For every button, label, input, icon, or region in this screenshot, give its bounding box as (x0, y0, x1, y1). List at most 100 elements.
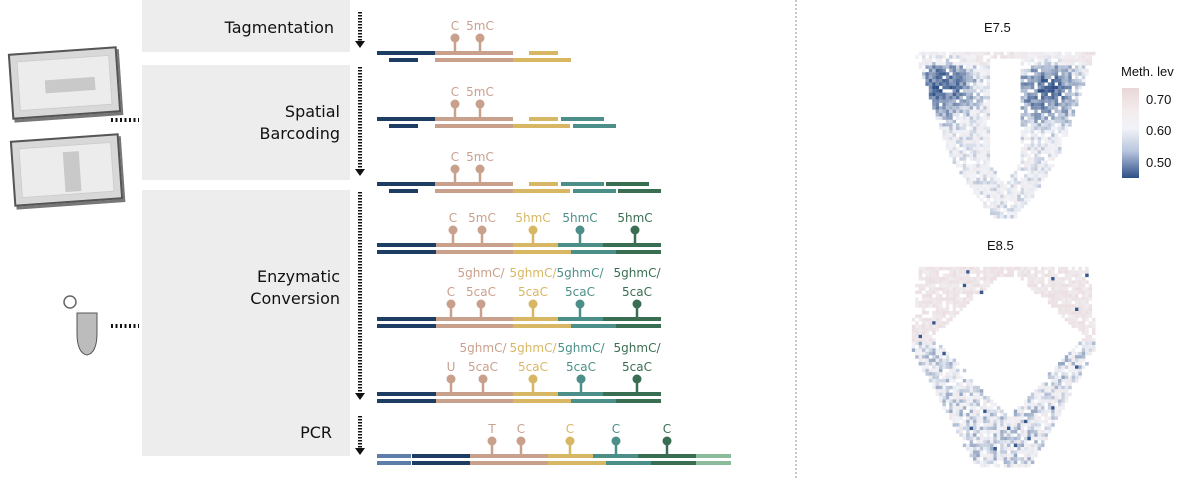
heatmap-cell (976, 130, 980, 134)
heatmap-cell (993, 194, 997, 199)
heatmap-cell (996, 215, 1001, 219)
heatmap-cell (939, 365, 943, 369)
strand-segment-top (513, 243, 558, 247)
heatmap-cell (976, 290, 980, 295)
strand-segment-top (436, 243, 513, 247)
heatmap-cell (1047, 82, 1052, 86)
heatmap-cell (1054, 68, 1059, 73)
heatmap-cell (1003, 457, 1008, 461)
heatmap-cell (966, 96, 970, 100)
heatmap-cell (942, 290, 946, 295)
heatmap-cell (949, 273, 953, 278)
heatmap-cell (1027, 413, 1031, 417)
strand-segment-bottom (571, 250, 616, 254)
heatmap-cell (1037, 443, 1042, 448)
heatmap-cell (983, 191, 987, 195)
heatmap-cell (969, 402, 974, 407)
heatmap-cell (990, 406, 994, 410)
arrow-head-icon (355, 41, 365, 48)
heatmap-cell (942, 133, 946, 137)
heatmap-cell (945, 109, 950, 114)
strand-segment-bottom (470, 461, 548, 465)
heatmap-cell (1075, 365, 1079, 369)
heatmap-cell (1041, 92, 1045, 97)
heatmap-cell (949, 294, 953, 298)
heatmap-cell (1020, 187, 1025, 192)
heatmap-cell (1000, 426, 1004, 431)
strand-segment-bottom (696, 461, 731, 465)
heatmap-cell (939, 287, 943, 291)
heatmap-cell (1024, 164, 1028, 168)
heatmap-cell (952, 402, 957, 407)
heatmap-cell (1034, 150, 1038, 154)
heatmap-cell (1027, 126, 1031, 131)
heatmap-e75 (915, 51, 1096, 219)
heatmap-cell (973, 280, 977, 284)
heatmap-cell (1037, 62, 1042, 66)
heatmap-cell (1024, 399, 1028, 403)
heatmap-cell (1034, 123, 1038, 127)
heatmap-cell (1051, 297, 1055, 301)
heatmap-cell (956, 92, 960, 97)
heatmap-cell (1030, 273, 1035, 278)
heatmap-cell (1034, 270, 1038, 274)
heatmap-cell (990, 266, 994, 271)
heatmap-cell (993, 208, 997, 212)
heatmap-cell (986, 443, 991, 448)
heatmap-cell (1030, 430, 1035, 434)
heatmap-cell (993, 55, 997, 59)
heatmap-cell (1030, 143, 1035, 148)
heatmap-cell (918, 338, 923, 342)
heatmap-cell (973, 147, 977, 151)
heatmap-cell (969, 55, 974, 59)
heatmap-cell (1058, 406, 1062, 410)
heatmap-cell (1058, 392, 1062, 397)
base-pin-head (528, 374, 538, 384)
heatmap-cell (1054, 297, 1059, 301)
heatmap-cell (1041, 174, 1045, 178)
heatmap-cell (1051, 287, 1055, 291)
heatmap-cell (915, 328, 919, 332)
heatmap-cell (1051, 106, 1055, 110)
heatmap-cell (1061, 79, 1065, 83)
heatmap-cell (932, 68, 936, 73)
heatmap-cell (1047, 402, 1052, 407)
heatmap-cell (962, 423, 967, 427)
heatmap-cell (925, 365, 929, 369)
heatmap-cell (925, 277, 929, 281)
heatmap-cell (979, 181, 984, 185)
heatmap-cell (1010, 426, 1014, 431)
heatmap-cell (1054, 372, 1059, 376)
heatmap-cell (915, 355, 919, 359)
heatmap-cell (1003, 440, 1008, 444)
heatmap-cell (1010, 184, 1014, 188)
heatmap-cell (945, 75, 950, 80)
heatmap-cell (1024, 450, 1028, 454)
heatmap-cell (1020, 416, 1025, 420)
heatmap-cell (942, 113, 946, 117)
heatmap-cell (979, 419, 984, 424)
heatmap-cell (966, 443, 970, 448)
heatmap-cell (945, 136, 950, 141)
heatmap-cell (1037, 433, 1042, 437)
heatmap-cell (976, 184, 980, 188)
heatmap-cell (1044, 143, 1048, 148)
heatmap-cell (962, 82, 967, 86)
strand-segment-top (529, 117, 558, 121)
heatmap-cell (1051, 290, 1055, 295)
heatmap-cell (1027, 51, 1031, 56)
heatmap-cell (935, 270, 940, 274)
heatmap-cell (966, 99, 970, 103)
dna-fragment-row: U5ghmC/5caC5ghmC/5caC5ghmC/5caC5ghmC/5ca… (377, 341, 661, 403)
heatmap-cell (1000, 184, 1004, 188)
heatmap-cell (922, 317, 926, 322)
heatmap-cell (973, 89, 977, 93)
base-pin-head (475, 99, 485, 109)
heatmap-cell (966, 85, 970, 90)
heatmap-cell (1071, 358, 1076, 363)
heatmap-cell (1024, 96, 1028, 100)
heatmap-cell (1085, 307, 1089, 312)
heatmap-cell (986, 277, 991, 281)
strand-segment-top (470, 454, 548, 458)
heatmap-cell (1030, 85, 1035, 90)
